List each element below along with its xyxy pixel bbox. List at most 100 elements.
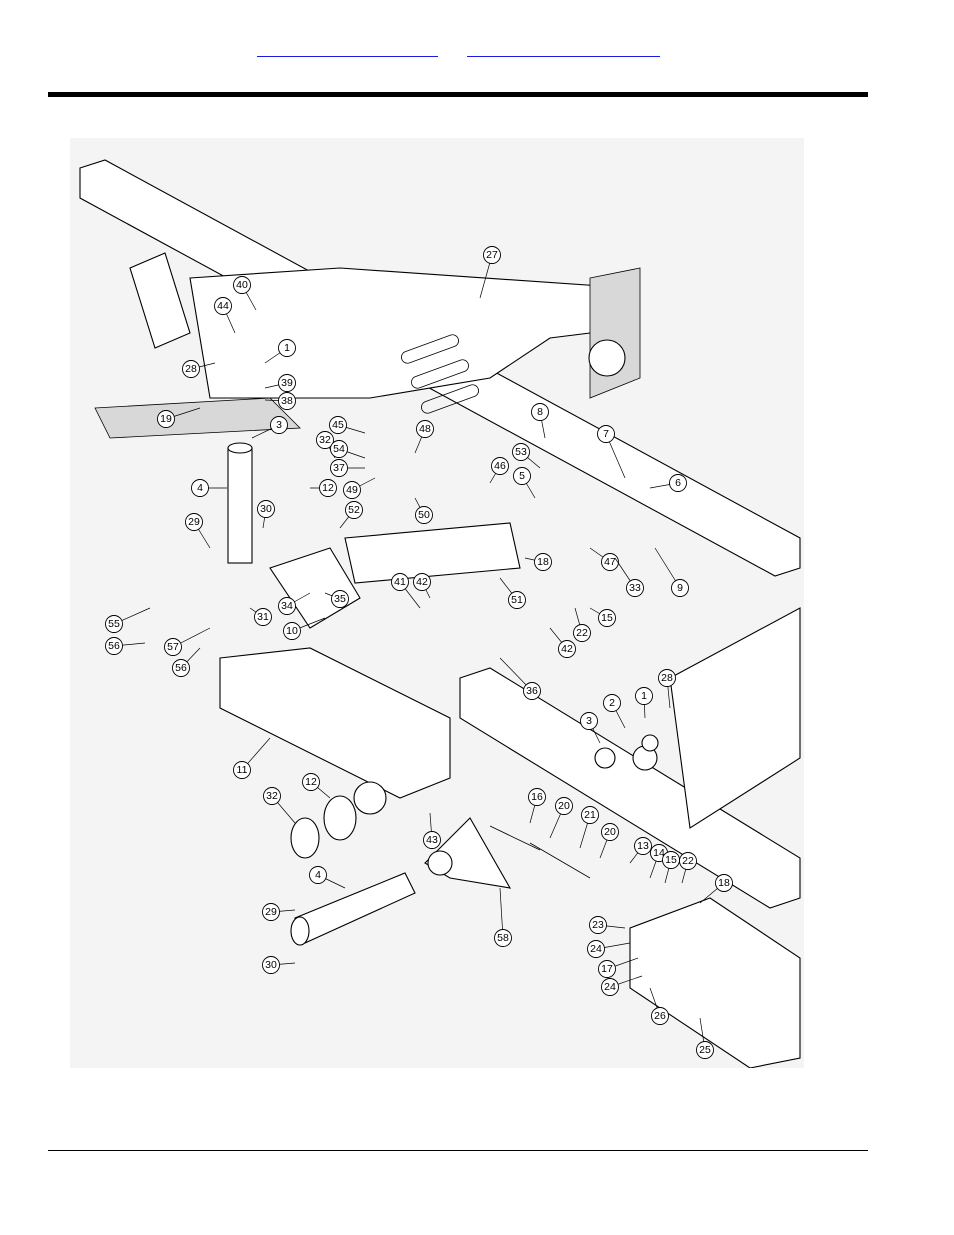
- callout-label: 19: [160, 413, 172, 425]
- callout-label: 30: [265, 959, 277, 971]
- callout-15: 15: [589, 607, 616, 627]
- callout-label: 30: [260, 503, 272, 515]
- callout-53: 53: [512, 443, 541, 469]
- callout-label: 18: [718, 877, 730, 889]
- footer-rule: [48, 1150, 868, 1151]
- callout-label: 12: [305, 776, 317, 788]
- callout-49: 49: [343, 477, 376, 499]
- callout-label: 42: [561, 643, 573, 655]
- callout-27: 27: [479, 246, 501, 299]
- callout-label: 9: [677, 582, 683, 594]
- callout-3: 3: [580, 712, 601, 744]
- callout-label: 22: [682, 855, 694, 867]
- callout-18: 18: [524, 553, 552, 571]
- callout-41: 41: [391, 573, 421, 609]
- callout-label: 15: [665, 854, 677, 866]
- callout-label: 23: [592, 919, 604, 931]
- callout-label: 18: [537, 556, 549, 568]
- callout-label: 48: [419, 423, 431, 435]
- callout-9: 9: [654, 547, 689, 597]
- header-rule: [48, 92, 868, 97]
- callout-42: 42: [413, 573, 431, 599]
- callout-label: 49: [346, 484, 358, 496]
- callout-label: 34: [281, 600, 293, 612]
- callout-36: 36: [499, 657, 541, 700]
- callout-1: 1: [264, 339, 296, 364]
- callout-15: 15: [662, 851, 680, 884]
- callout-35: 35: [324, 590, 349, 608]
- callout-label: 11: [237, 764, 248, 776]
- callout-label: 35: [334, 593, 346, 605]
- callout-34: 34: [278, 592, 311, 615]
- callout-label: 17: [601, 963, 613, 975]
- callout-label: 7: [603, 428, 609, 440]
- callout-32: 32: [263, 787, 296, 824]
- callout-54: 54: [330, 440, 366, 459]
- callout-45: 45: [329, 416, 366, 434]
- callout-3: 3: [251, 416, 288, 439]
- callout-label: 28: [661, 672, 673, 684]
- callout-1: 1: [635, 687, 653, 719]
- callout-30: 30: [262, 956, 296, 974]
- callout-label: 43: [426, 834, 438, 846]
- callout-label: 22: [576, 627, 588, 639]
- callout-label: 16: [531, 791, 543, 803]
- callout-4: 4: [309, 866, 346, 889]
- callout-21: 21: [579, 806, 599, 849]
- callout-label: 54: [333, 443, 345, 455]
- callout-20: 20: [549, 797, 573, 839]
- callout-43: 43: [423, 812, 441, 849]
- callout-31: 31: [249, 607, 272, 626]
- callout-42: 42: [549, 627, 576, 658]
- callout-50: 50: [414, 497, 433, 524]
- callout-label: 12: [322, 482, 334, 494]
- callout-30: 30: [257, 500, 275, 529]
- callout-55: 55: [105, 607, 151, 633]
- callout-19: 19: [157, 407, 201, 428]
- callout-11: 11: [233, 737, 271, 779]
- callout-56: 56: [172, 647, 201, 677]
- callout-24: 24: [601, 975, 643, 996]
- callout-5: 5: [513, 467, 536, 499]
- callout-label: 24: [590, 943, 602, 955]
- callout-label: 45: [332, 419, 344, 431]
- callout-12: 12: [302, 773, 331, 799]
- callout-56: 56: [105, 637, 146, 655]
- callout-22: 22: [573, 607, 591, 642]
- callout-23: 23: [589, 916, 626, 934]
- callout-label: 1: [641, 690, 647, 702]
- frame-drawing: [79, 159, 801, 1069]
- callout-label: 47: [604, 556, 616, 568]
- callout-label: 24: [604, 981, 616, 993]
- callout-58: 58: [494, 887, 512, 947]
- callout-label: 55: [108, 618, 120, 630]
- callout-39: 39: [264, 374, 296, 392]
- callout-label: 38: [281, 395, 293, 407]
- callout-label: 29: [265, 906, 277, 918]
- callout-7: 7: [597, 425, 626, 479]
- header-link-1[interactable]: [257, 42, 438, 57]
- header-link-2[interactable]: [467, 42, 660, 57]
- callout-label: 50: [418, 509, 430, 521]
- callout-47: 47: [589, 547, 619, 571]
- callout-label: 51: [511, 594, 523, 606]
- callout-20: 20: [599, 823, 619, 859]
- callout-13: 13: [629, 837, 652, 864]
- callout-label: 56: [108, 640, 120, 652]
- callout-6: 6: [649, 474, 687, 492]
- callout-label: 20: [558, 800, 570, 812]
- callout-label: 39: [281, 377, 293, 389]
- callout-25: 25: [696, 1017, 714, 1059]
- callout-label: 36: [526, 685, 538, 697]
- callout-label: 40: [236, 279, 248, 291]
- callout-18: 18: [699, 874, 733, 904]
- callout-label: 57: [167, 641, 179, 653]
- callout-label: 1: [284, 342, 290, 354]
- callout-label: 32: [266, 790, 278, 802]
- callout-label: 15: [601, 612, 613, 624]
- callout-label: 42: [416, 576, 428, 588]
- callout-12: 12: [310, 479, 337, 497]
- callout-label: 25: [699, 1044, 711, 1056]
